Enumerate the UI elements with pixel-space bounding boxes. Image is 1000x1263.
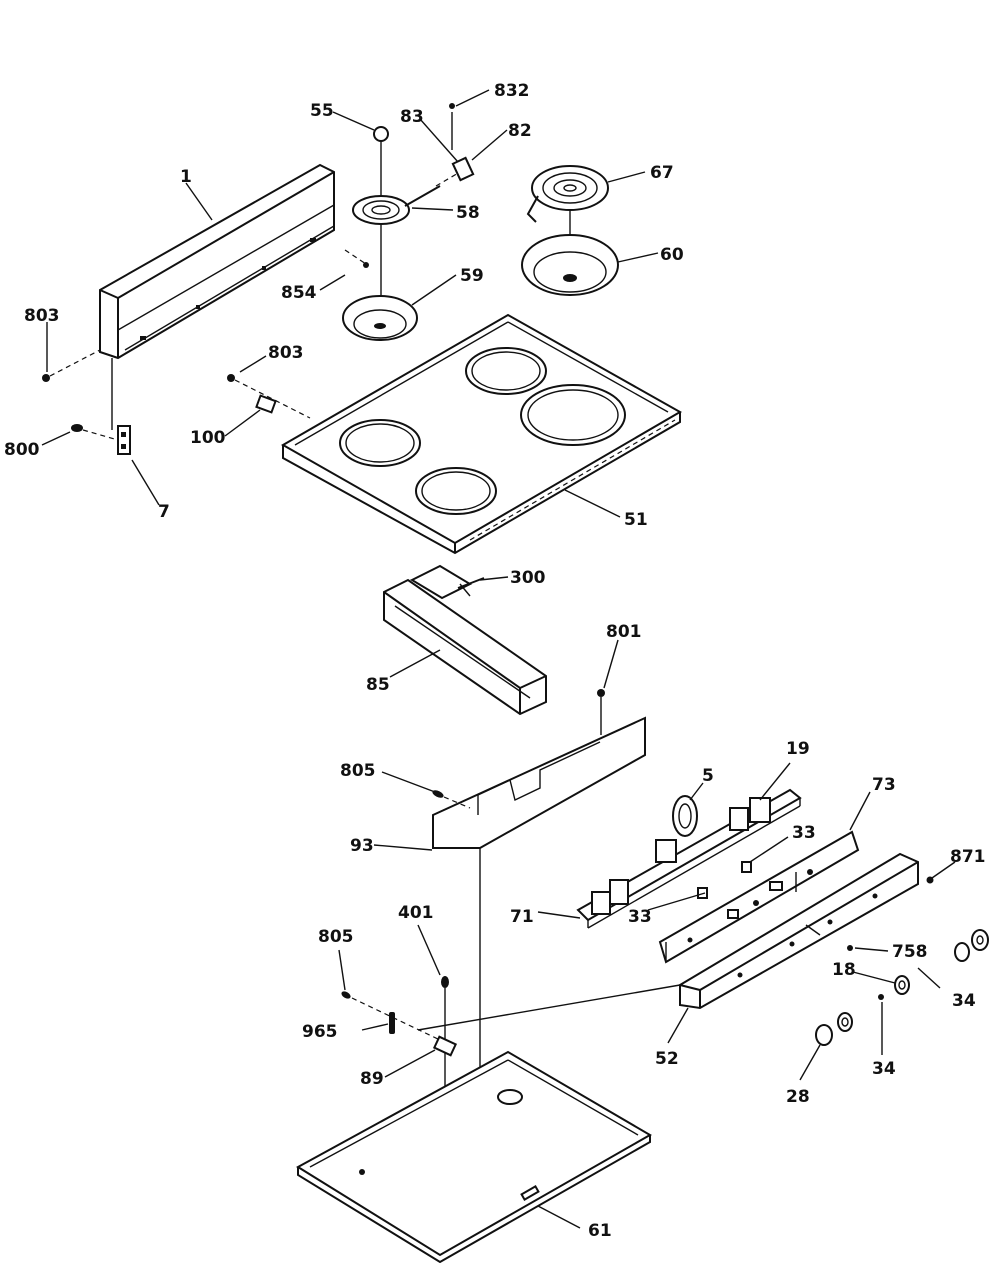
part-71-switches [591, 879, 629, 915]
part-52-lead-line [417, 984, 681, 1031]
part-51-cooktop [280, 313, 683, 555]
callout-33-lower: 33 [628, 907, 652, 927]
callout-52: 52 [655, 1049, 679, 1069]
callout-93: 93 [350, 836, 374, 856]
part-800-screw [71, 424, 119, 441]
callout-803-center: 803 [268, 343, 304, 363]
callout-55: 55 [310, 101, 334, 121]
callout-832: 832 [494, 81, 530, 101]
part-18-knob [894, 975, 910, 995]
callout-85: 85 [366, 675, 390, 695]
part-60-large-drip-pan [521, 234, 619, 296]
part-801-screw-top [597, 689, 605, 735]
callout-60: 60 [660, 245, 684, 265]
part-33-screw-b [697, 887, 708, 899]
callout-801: 801 [606, 622, 642, 642]
callout-300: 300 [510, 568, 546, 588]
part-34-knob-right [954, 929, 989, 962]
callout-401: 401 [398, 903, 434, 923]
callout-18: 18 [832, 960, 856, 980]
callout-71: 71 [510, 907, 534, 927]
callout-805-lower: 805 [318, 927, 354, 947]
callout-89: 89 [360, 1069, 384, 1089]
part-854-screw [344, 249, 369, 268]
callout-67: 67 [650, 163, 674, 183]
callout-34-lower: 34 [872, 1059, 896, 1079]
callout-51: 51 [624, 510, 648, 530]
callout-803-left: 803 [24, 306, 60, 326]
part-28-knob [815, 1012, 853, 1046]
callout-73: 73 [872, 775, 896, 795]
leader-lines [41, 89, 956, 1229]
callout-1: 1 [180, 167, 192, 187]
callout-100: 100 [190, 428, 226, 448]
callout-83: 83 [400, 107, 424, 127]
part-1-backguard [99, 163, 335, 360]
callout-7: 7 [158, 502, 170, 522]
part-805-screw-lower [341, 991, 441, 1041]
part-805-screw-upper [432, 790, 471, 809]
part-758-screw [847, 945, 853, 951]
callout-19: 19 [786, 739, 810, 759]
part-85-channel [383, 564, 547, 716]
callout-854: 854 [281, 283, 317, 303]
part-33-screw-a [741, 861, 752, 873]
part-7-bracket [111, 358, 131, 455]
part-73-panel [658, 830, 860, 964]
part-52-rail [679, 852, 919, 1010]
part-965-spring [389, 1012, 395, 1034]
part-19-switch [729, 797, 771, 831]
callout-58: 58 [456, 203, 480, 223]
part-803-screw-left [42, 349, 101, 382]
part-871-screw [926, 876, 934, 884]
part-89-clip [432, 1035, 458, 1057]
callout-871: 871 [950, 847, 986, 867]
part-55-knob [373, 126, 389, 195]
callout-82: 82 [508, 121, 532, 141]
part-61-bottom-pan [296, 1050, 652, 1263]
callout-33-upper: 33 [792, 823, 816, 843]
part-5-switch [655, 795, 698, 863]
callout-5: 5 [702, 766, 714, 786]
part-34-knob-pointer [878, 994, 884, 1000]
callout-965: 965 [302, 1022, 338, 1042]
part-59-small-drip-pan [342, 224, 418, 341]
part-100-clip [255, 394, 277, 414]
callout-805-upper: 805 [340, 761, 376, 781]
callout-34-right: 34 [952, 991, 976, 1011]
callout-28: 28 [786, 1087, 810, 1107]
part-58-small-element [352, 185, 441, 225]
callout-61: 61 [588, 1221, 612, 1241]
callout-758: 758 [892, 942, 928, 962]
part-83-82-terminal [435, 103, 475, 187]
callout-labels: 1 803 800 7 55 83 832 82 58 67 60 854 59… [4, 81, 986, 1241]
part-803-screw-center [227, 374, 311, 419]
callout-59: 59 [460, 266, 484, 286]
callout-800: 800 [4, 440, 40, 460]
part-67-large-element [526, 165, 609, 245]
part-300-clip [457, 577, 485, 597]
